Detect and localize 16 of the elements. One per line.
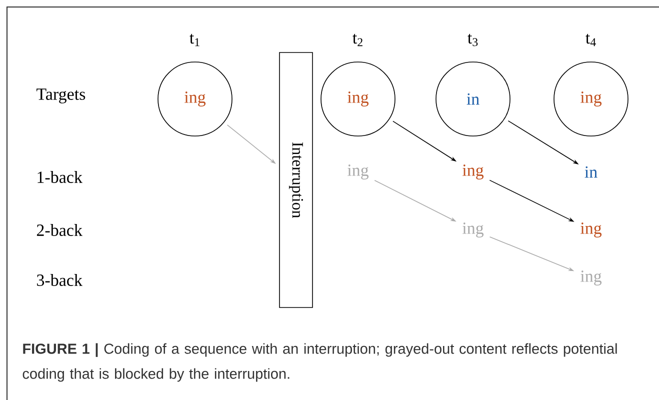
word-text: ing bbox=[580, 222, 602, 238]
word-text: in bbox=[584, 166, 598, 178]
interruption-bar: Interruption bbox=[279, 52, 313, 308]
row-label: Targets bbox=[36, 88, 86, 104]
caption: FIGURE 1 | Coding of a sequence with an interruption; grayed-out content reflects potential coding that is blocked by the interruption. bbox=[22, 343, 617, 382]
word-text: ing bbox=[348, 164, 369, 180]
time-label: t$_{2}$ bbox=[352, 34, 362, 46]
word-text: ing bbox=[580, 270, 602, 286]
row-label: 2-back bbox=[36, 224, 82, 236]
time-label: t$_{1}$ bbox=[190, 34, 200, 46]
time-label: t$_{4}$ bbox=[586, 34, 596, 46]
word-text: ing bbox=[462, 222, 484, 238]
row-label: 1-back bbox=[38, 171, 82, 183]
row-label: 3-back bbox=[37, 274, 82, 286]
time-label: t$_{3}$ bbox=[468, 34, 478, 46]
word-text: ing bbox=[462, 164, 484, 180]
